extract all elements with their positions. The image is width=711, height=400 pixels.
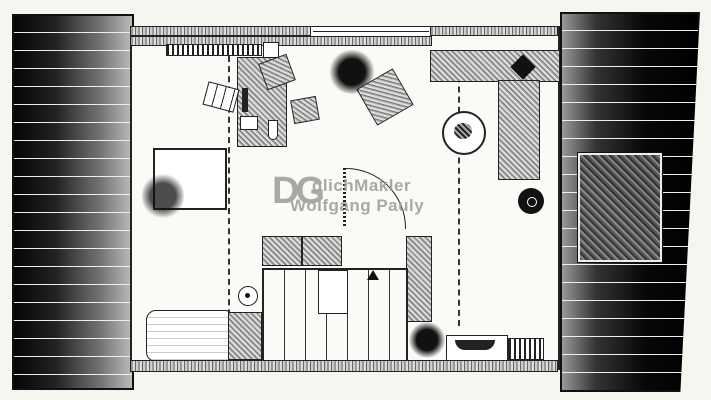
side-table (263, 42, 279, 58)
pillow (228, 312, 262, 360)
cabinet-right (302, 236, 342, 266)
top-wall-left (130, 26, 312, 36)
slope-line-right (458, 56, 460, 326)
top-wall-inner (130, 36, 432, 46)
cabinet-left (262, 236, 302, 266)
slope-line-left (228, 56, 230, 366)
door-leaf (343, 168, 346, 228)
desk-lamp (268, 120, 278, 140)
stair-direction-arrow-icon (367, 270, 379, 280)
floor-lamp (518, 188, 544, 214)
small-armchair (290, 95, 320, 125)
bookshelf (166, 44, 262, 56)
small-plant (142, 172, 184, 220)
tall-cabinet (406, 236, 432, 322)
left-roof-slope (12, 14, 134, 390)
bed (146, 310, 230, 362)
corner-plant (408, 322, 446, 358)
low-shelf (508, 338, 544, 360)
sofa-back-section (430, 50, 560, 82)
roof-skylight (577, 152, 663, 263)
sofa-side-section (498, 80, 540, 180)
top-wall-right (430, 26, 558, 36)
bottom-wall (130, 360, 558, 372)
watermark-line1: glichMakler (312, 176, 412, 195)
low-cabinet (446, 335, 508, 361)
desk-tray (240, 116, 258, 130)
stair-core (318, 270, 348, 314)
round-coffee-table (442, 111, 486, 155)
watermark-logo: DG (272, 170, 325, 212)
watermark-line2: Wolfgang Pauly (290, 196, 425, 215)
drawer-unit (242, 88, 248, 112)
nightstand-lamp (238, 286, 258, 306)
